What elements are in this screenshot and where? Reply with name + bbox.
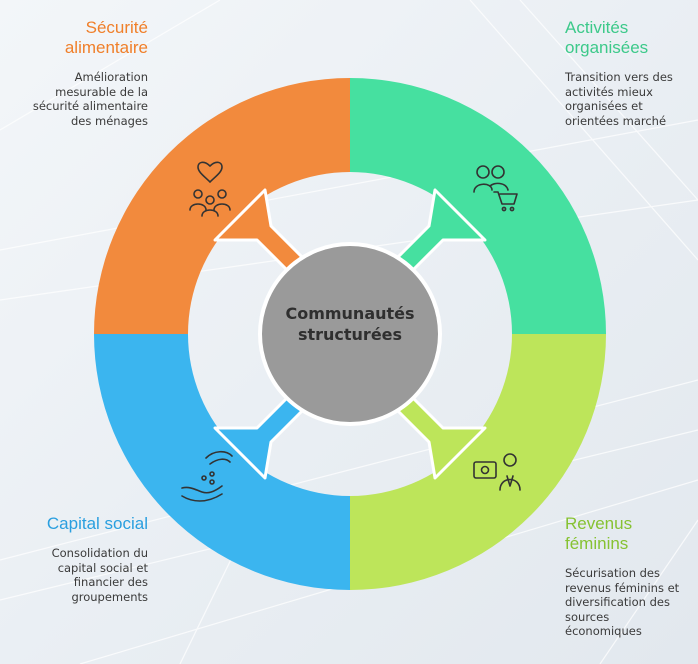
label-capital: Capital social Consolidation du capital … [0,514,148,604]
title-securite: Sécurité alimentaire [64,18,148,57]
title-revenus: Revenus féminins [565,514,633,553]
center-line-2: structurées [297,325,403,344]
people-cart-icon [473,165,518,212]
money-person-icon [473,453,521,491]
segment-activites [350,78,606,334]
title-capital: Capital social [46,514,148,533]
segment-securite [94,78,350,334]
segment-capital [94,334,350,590]
title-activites: Activités organisées [565,18,649,57]
label-revenus: Revenus féminins Sécurisation des revenu… [565,514,697,639]
label-activites: Activités organisées Transition vers des… [565,18,697,128]
center-line-1: Communautés [285,304,415,323]
label-securite: Sécurité alimentaire Amélioration mesura… [0,18,148,128]
desc-capital: Consolidation du capital social et finan… [51,546,148,604]
desc-securite: Amélioration mesurable de la sécurité al… [32,70,148,128]
center-label: Communautés structurées [262,303,438,345]
heart-people-icon [189,161,231,217]
hand-coins-icon [181,450,233,502]
desc-activites: Transition vers des activités mieux orga… [565,70,673,128]
center-circle [258,242,442,426]
desc-revenus: Sécurisation des revenus féminins et div… [565,566,680,638]
